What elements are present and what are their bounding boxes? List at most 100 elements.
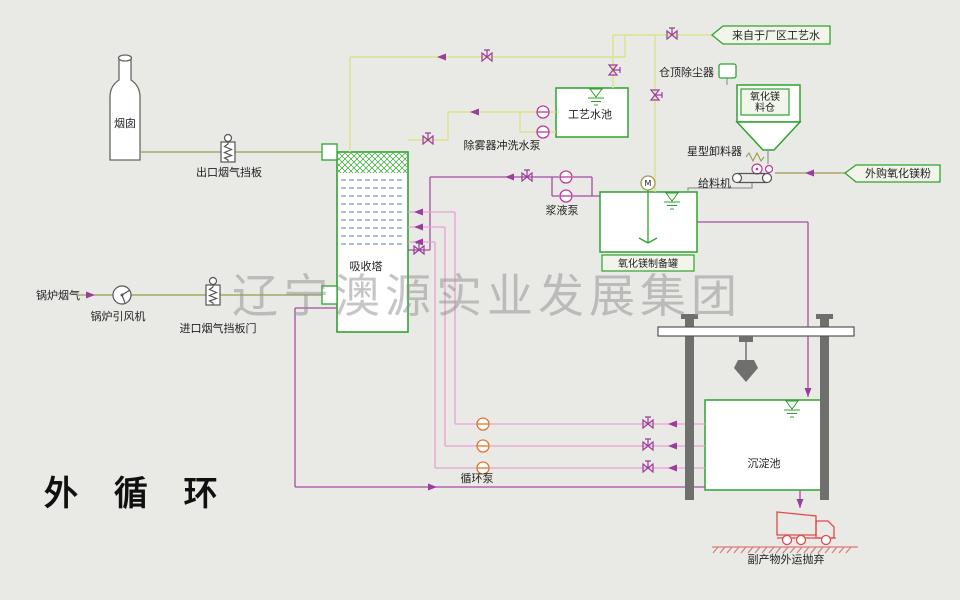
byproduct-disposal-label: 副产物外运抛弃 (748, 552, 825, 566)
ground-hatch (712, 546, 858, 554)
slurry-pump-piping (551, 176, 600, 197)
flag-plant-water-label: 来自于厂区工艺水 (732, 29, 820, 42)
flow-arrow-purchased-mgo (805, 169, 814, 177)
agitator-shaft (638, 190, 658, 244)
flow-arrow-drain (428, 483, 437, 491)
rotary-valve-gear (764, 164, 774, 174)
gantry-beam (657, 326, 855, 337)
flow-arrow-flush (470, 108, 479, 116)
plant-water-main (612, 34, 712, 88)
valve-prep-tank-water (650, 89, 663, 101)
demister-flush-pump-1 (536, 105, 550, 119)
watermark-text: 辽宁澳源实业发展集团 (232, 269, 742, 323)
valve-flush-line (422, 132, 434, 145)
slurry-feed-line (408, 176, 559, 251)
gantry-right-column (820, 318, 829, 500)
feeder-discharge-line (687, 183, 753, 192)
tower-outlet-stub (321, 143, 338, 161)
gantry-left-cap (681, 314, 698, 319)
dust-collector-body (718, 63, 737, 79)
valve-pond-line-2 (642, 438, 654, 451)
outlet-damper-symbol (220, 133, 236, 163)
flag-purchased-mgo-label: 外购氧化镁粉 (865, 166, 931, 180)
demister-flush-pump-label: 除雾器冲洗水泵 (464, 138, 541, 152)
prep-tank-label: 氧化镁制备罐 (618, 257, 678, 270)
agitator-motor-label: M (645, 179, 652, 188)
flow-arrow-inlet-gas (86, 291, 95, 299)
tower-shell (336, 151, 409, 333)
agitator: M (638, 175, 658, 244)
silo-dust-collector-label: 仓顶除尘器 (659, 65, 714, 79)
truck-bed (776, 511, 817, 536)
diagram-title: 外 循 环 (44, 474, 230, 514)
absorption-tower (336, 151, 409, 333)
valve-pond-line-1 (642, 416, 654, 429)
flow-arrow-return-1 (414, 208, 423, 216)
settling-pond-basin (704, 399, 823, 491)
slurry-pump-2 (559, 189, 573, 203)
fan-hub (120, 293, 124, 297)
valve-slurry-line (521, 169, 533, 182)
prep-tank-label-frame (601, 254, 695, 272)
circulation-pump-2 (476, 439, 490, 453)
gantry-crane (657, 314, 855, 500)
boiler-fan-label: 锅炉引风机 (91, 309, 146, 323)
flow-arrow-pond-1 (668, 420, 677, 428)
flow-arrow-pond-3 (668, 464, 677, 472)
flow-arrow-pond-2 (668, 442, 677, 450)
rotary-valve-hub (755, 167, 759, 171)
flush-pump-discharge (408, 111, 537, 141)
valve-pond-line-3 (642, 460, 654, 473)
agitator-motor-icon (640, 175, 656, 191)
belt-pulley-right (761, 172, 773, 184)
circulation-pump-label: 循环泵 (461, 472, 494, 485)
flow-arrow-tower-water (437, 53, 446, 61)
silo-label-frame (740, 88, 790, 116)
inlet-damper-label: 进口烟气挡板门 (180, 321, 257, 335)
dump-truck-icon (776, 511, 836, 546)
silo-label-line1: 氧化镁 (750, 90, 780, 103)
feeder-symbol (731, 172, 773, 184)
circulation-pump-1 (476, 417, 490, 431)
flow-arrow-to-truck (796, 499, 804, 508)
chimney (109, 54, 141, 161)
tower-drain-to-pond-line (294, 307, 705, 488)
flag-purchased-mgo: 外购氧化镁粉 (843, 164, 941, 183)
tower-inlet-stub (321, 285, 338, 305)
valve-pool-feed (608, 64, 621, 76)
flush-pump-suction (549, 111, 556, 133)
settling-pond-label: 沉淀池 (748, 456, 781, 470)
spring-symbol (745, 151, 765, 163)
chimney-cap (117, 54, 133, 62)
flag-purchased-mgo-shape (843, 164, 941, 183)
flag-plant-water: 来自于厂区工艺水 (710, 25, 831, 45)
gantry-right-cap (816, 314, 833, 319)
chimney-label: 烟囱 (114, 116, 136, 130)
gantry-trolley (739, 336, 753, 342)
flow-arrow-slurry (505, 173, 514, 181)
feeder-label: 给料机 (698, 176, 731, 190)
boiler-flue-gas-label: 锅炉烟气 (36, 288, 80, 302)
slurry-pump-label: 浆液泵 (546, 203, 579, 217)
process-water-pool-tank (555, 87, 629, 138)
belt-pulley-left (731, 172, 743, 184)
flow-arrow-return-2 (414, 223, 423, 231)
grab-bucket-icon (734, 360, 758, 382)
flag-plant-water-shape (710, 25, 831, 45)
boiler-fan-symbol (112, 285, 132, 305)
flow-arrow-to-pond (804, 388, 812, 397)
star-discharger-label: 星型卸料器 (687, 144, 742, 158)
process-water-pool-label: 工艺水池 (568, 108, 612, 121)
outlet-damper-label: 出口烟气挡板 (196, 165, 262, 179)
slurry-pump-1 (559, 170, 573, 184)
truck-wheel-3 (820, 534, 832, 546)
mgo-silo-label-box: 氧化镁 料仓 (740, 88, 790, 116)
valve-tower-water (481, 49, 493, 62)
prep-tank-to-pond-line (697, 221, 809, 397)
chimney-body (109, 57, 141, 161)
truck-wheel-2 (795, 534, 807, 546)
truck-wheel-1 (781, 534, 793, 546)
silo-dust-collector (718, 63, 737, 85)
